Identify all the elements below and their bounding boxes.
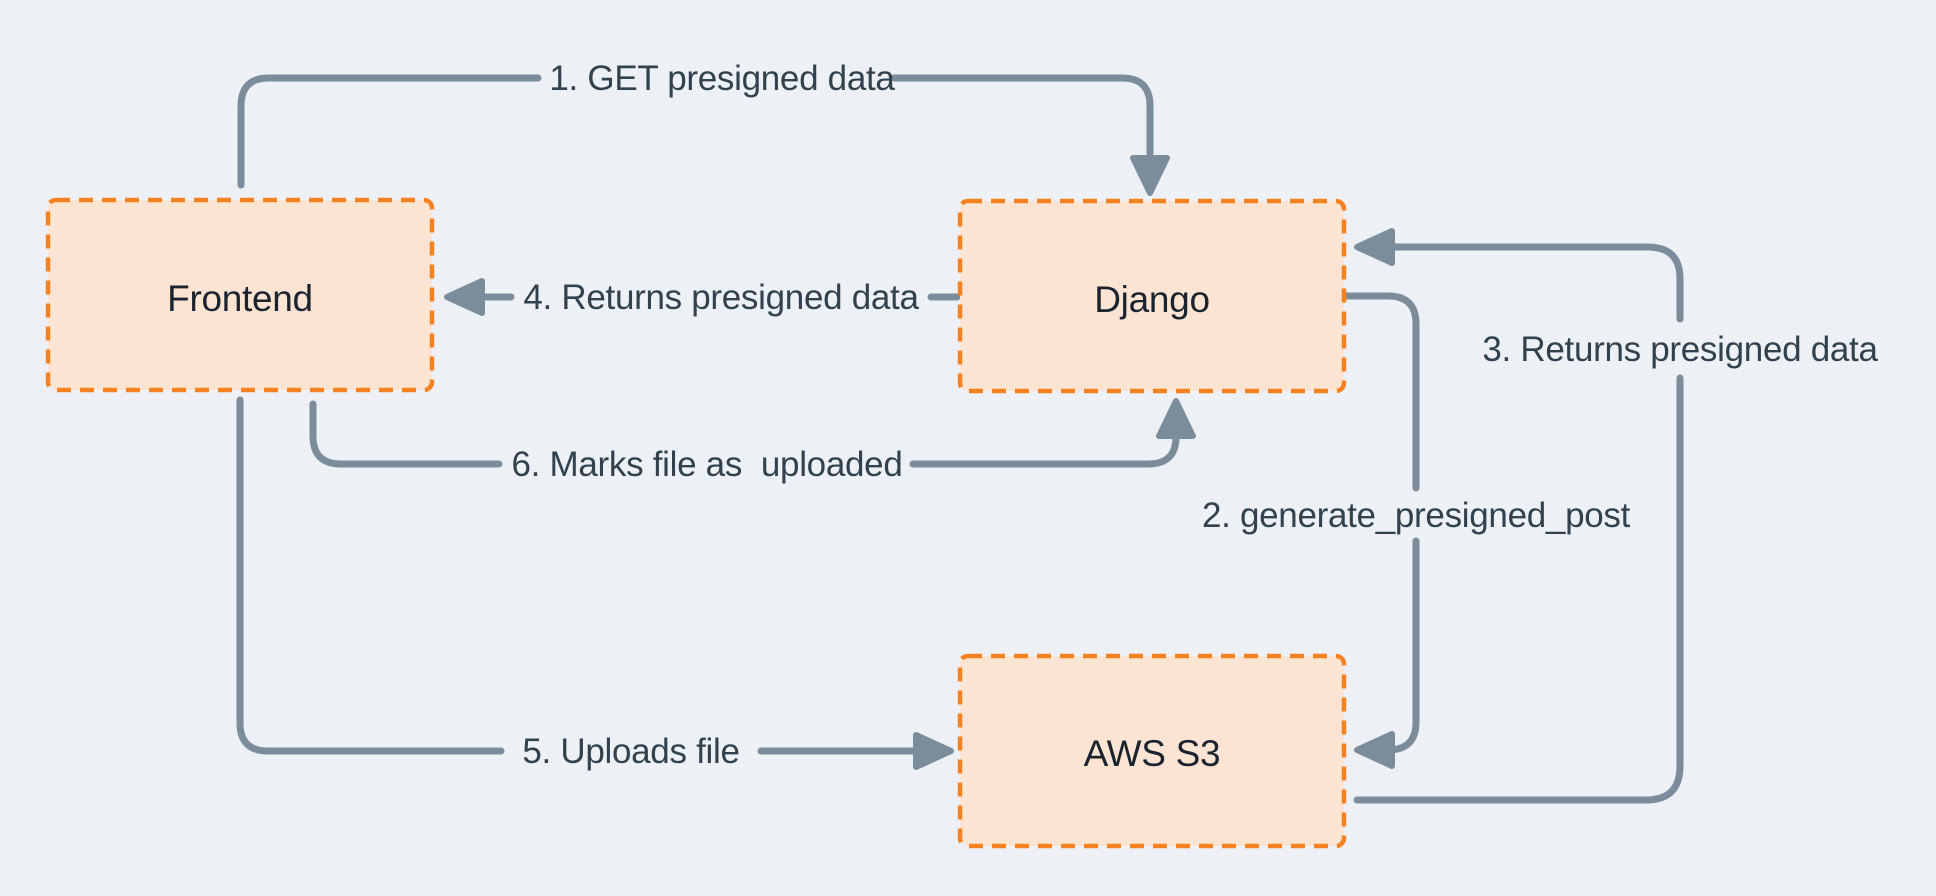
node-frontend: Frontend <box>45 197 435 393</box>
edge-5-line-left <box>236 396 505 755</box>
edge-1-label: 1. GET presigned data <box>549 59 895 98</box>
edge-6-line-right <box>909 433 1180 468</box>
arrowhead-up-icon <box>1156 398 1196 439</box>
node-frontend-label: Frontend <box>167 278 313 319</box>
arrowhead-left-icon <box>1354 731 1395 769</box>
edge-2-label: 2. generate_presigned_post <box>1202 496 1631 535</box>
arrowhead-down-icon <box>1130 155 1170 196</box>
edge-marks-file-uploaded: 6. Marks file as uploaded <box>309 398 1196 484</box>
node-aws-s3-box <box>957 653 1347 849</box>
arrowhead-left-icon <box>444 278 485 316</box>
edge-3-label: 3. Returns presigned data <box>1482 330 1878 369</box>
edge-6-line-left <box>309 400 503 468</box>
arrowhead-right-icon <box>913 732 954 770</box>
node-django-label: Django <box>1094 279 1209 320</box>
edge-returns-presigned-data-to-django: 3. Returns presigned data <box>1353 228 1879 804</box>
edge-1-line-left <box>237 74 542 189</box>
arrowhead-left-icon <box>1354 228 1395 266</box>
node-aws-s3: AWS S3 <box>957 653 1347 849</box>
node-django: Django <box>957 198 1347 394</box>
edge-2-line-top <box>1343 292 1420 492</box>
edge-1-line-right <box>890 74 1154 157</box>
edge-uploads-file: 5. Uploads file <box>236 396 954 771</box>
edge-4-label: 4. Returns presigned data <box>523 278 919 317</box>
edge-3-line-bottom <box>1353 374 1684 804</box>
edge-5-label: 5. Uploads file <box>522 732 739 771</box>
node-frontend-box <box>45 197 435 393</box>
edge-2-line-bottom <box>1384 537 1420 754</box>
node-aws-s3-label: AWS S3 <box>1084 733 1221 774</box>
edge-generate-presigned-post: 2. generate_presigned_post <box>1202 292 1631 769</box>
edge-returns-presigned-data-to-frontend: 4. Returns presigned data <box>444 278 961 317</box>
node-django-box <box>957 198 1347 394</box>
edge-get-presigned-data: 1. GET presigned data <box>237 59 1170 196</box>
edge-3-line-top <box>1391 243 1684 323</box>
edge-6-label: 6. Marks file as uploaded <box>511 445 902 484</box>
